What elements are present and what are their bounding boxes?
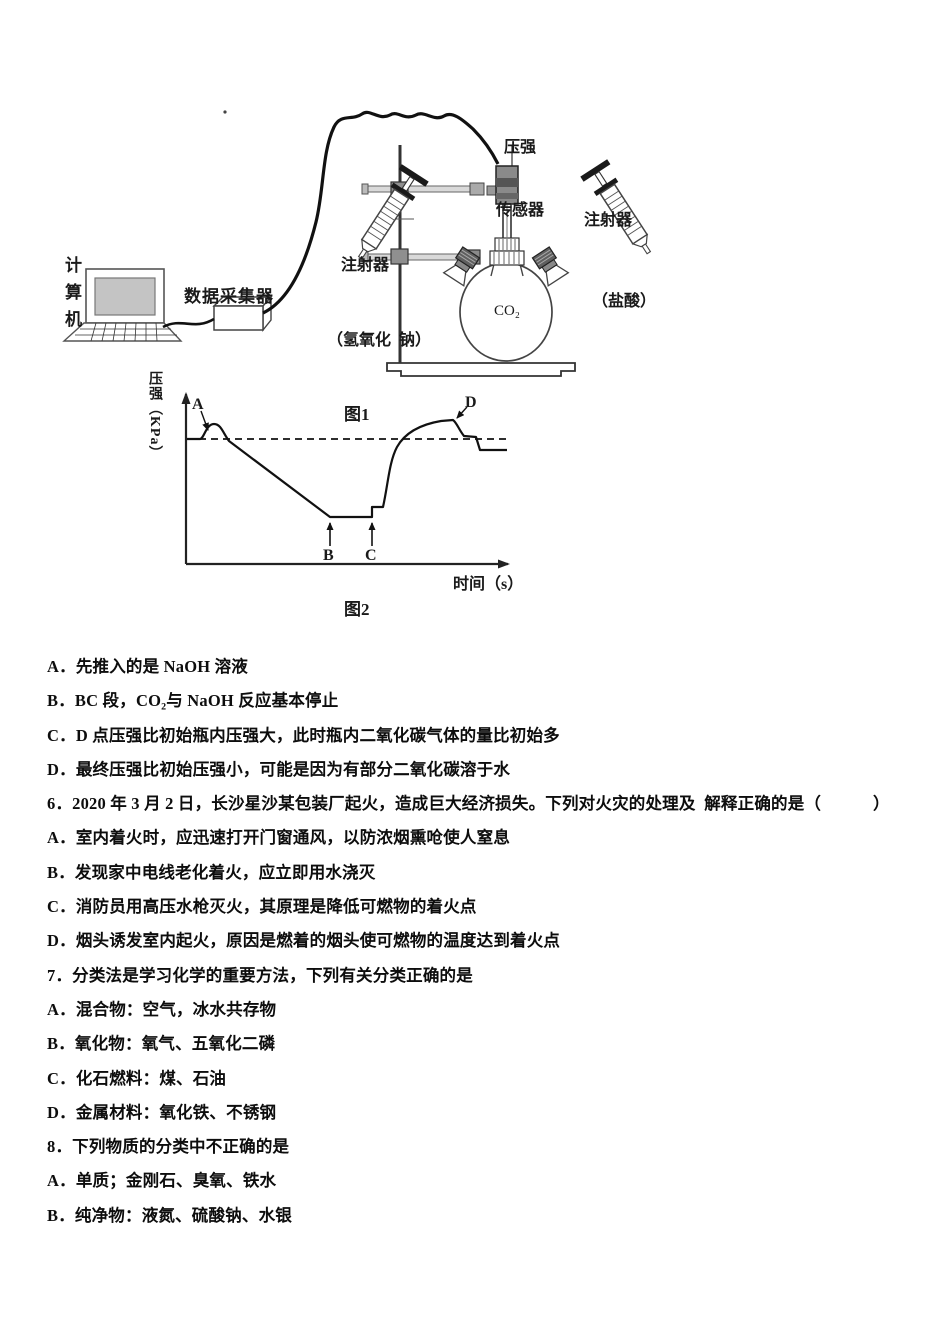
- q7-option-c: C．化石燃料：煤、石油: [47, 1068, 227, 1088]
- pressure-curve: [187, 418, 507, 519]
- pressure-sensor-label: 压强 传感器: [482, 95, 558, 263]
- q7-option-d: D．金属材料：氧化铁、不锈钢: [47, 1102, 277, 1122]
- pressure-sensor-label-line1: 压强: [503, 139, 536, 156]
- figure1-caption: 图1: [344, 405, 370, 424]
- q8-stem: 8．下列物质的分类中不正确的是: [47, 1137, 290, 1157]
- pressure-sensor-label-line2: 传感器: [495, 202, 544, 219]
- graph-axes: [181, 392, 510, 569]
- laptop-drawing: [62, 268, 183, 342]
- q6-option-c: C．消防员用高压水枪灭火，其原理是降低可燃物的着火点: [47, 897, 477, 917]
- x-axis-label: 时间（s）: [453, 576, 524, 593]
- point-arrows: [200, 406, 468, 546]
- flask-right-neck: [531, 246, 570, 287]
- flask-left-neck: [442, 246, 481, 287]
- data-collector-box: [212, 295, 273, 332]
- figure-line-art: [62, 110, 652, 569]
- y-axis-label: 压强（KPa）: [147, 371, 162, 461]
- figure2-caption: 图2: [344, 600, 370, 619]
- curve-point-a-label: A: [192, 396, 204, 413]
- q8-option-b: B．纯净物：液氮、硫酸钠、水银: [47, 1205, 293, 1225]
- syringe-hcl-label: 注射器 （盐酸）: [584, 153, 656, 369]
- pressure-sensor-box: [495, 146, 519, 238]
- q6-stem: 6．2020 年 3 月 2 日，长沙星沙某包装厂起火，造成巨大经济损失。下列对…: [47, 794, 890, 814]
- syringe-naoh-label-line1: 注射器: [341, 257, 390, 274]
- q8-option-a: A．单质；金刚石、臭氧、铁水: [47, 1171, 277, 1191]
- cables: [162, 110, 500, 329]
- q6-option-d: D．烟头诱发室内起火，原因是燃着的烟头使可燃物的温度达到着火点: [47, 931, 561, 951]
- q5-option-c: C．D 点压强比初始瓶内压强大，此时瓶内二氧化碳气体的量比初始多: [47, 725, 560, 745]
- computer-label: 计算机: [62, 256, 81, 337]
- syringe-naoh-label: 注射器 （氢氧化 钠）: [327, 203, 431, 403]
- data-collector-label: 数据采集器: [184, 287, 274, 306]
- curve-point-b-label: B: [323, 547, 334, 564]
- curve-point-d-label: D: [465, 394, 477, 411]
- syringe-hcl-label-line2: （盐酸）: [592, 293, 657, 310]
- q7-option-a: A．混合物：空气，冰水共存物: [47, 999, 277, 1019]
- question-text-block: A．先推入的是 NaOH 溶液 B．BC 段，CO₂与 NaOH 反应基本停止 …: [47, 650, 927, 1233]
- syringe-hcl: [580, 159, 652, 255]
- flask-gas-label: CO₂: [493, 303, 521, 319]
- flask-center-neck: [489, 237, 525, 277]
- q6-option-b: B．发现家中电线老化着火，应立即用水浇灭: [47, 862, 376, 882]
- q6-option-a: A．室内着火时，应迅速打开门窗通风，以防浓烟熏呛使人窒息: [47, 828, 511, 848]
- syringe-hcl-label-line1: 注射器: [584, 212, 633, 229]
- q5-option-b: B．BC 段，CO₂与 NaOH 反应基本停止: [47, 691, 339, 711]
- q5-option-a: A．先推入的是 NaOH 溶液: [47, 657, 248, 676]
- syringe-naoh-label-line2: （氢氧化 钠）: [327, 332, 432, 349]
- q7-stem: 7．分类法是学习化学的重要方法，下列有关分类正确的是: [47, 965, 473, 985]
- q7-option-b: B．氧化物：氧气、五氧化二磷: [47, 1034, 276, 1054]
- curve-point-c-label: C: [365, 547, 377, 564]
- syringe-naoh: [357, 164, 429, 260]
- q5-option-d: D．最终压强比初始压强小，可能是因为有部分二氧化碳溶于水: [47, 759, 511, 779]
